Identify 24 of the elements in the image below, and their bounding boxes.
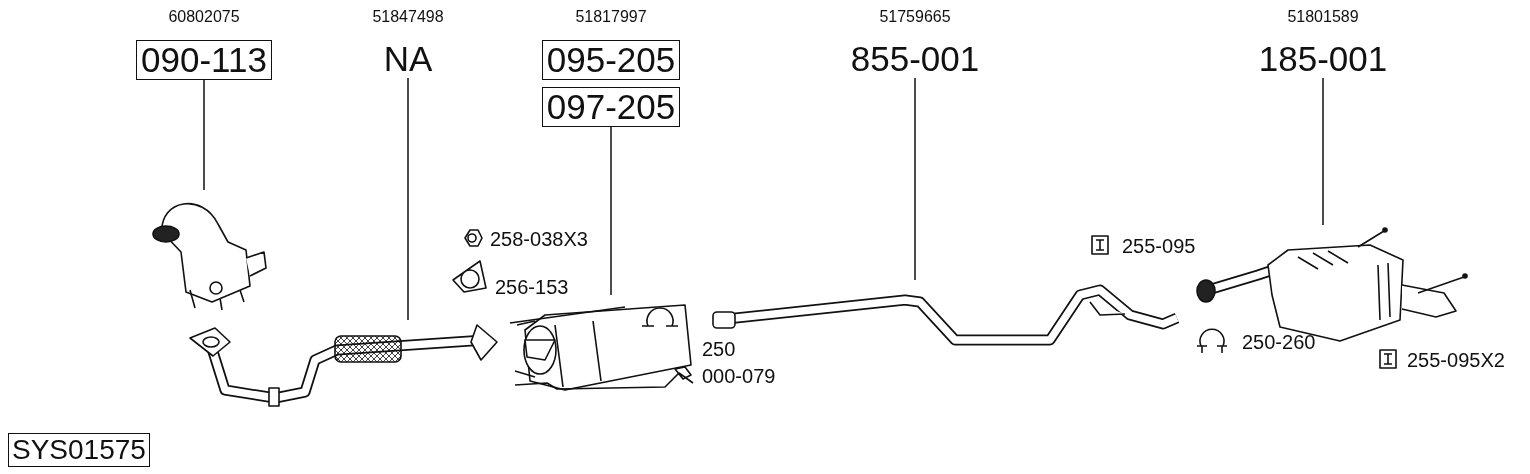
part-number-label: 000-079 bbox=[702, 365, 776, 387]
reference-number: 51817997 bbox=[574, 8, 648, 26]
part-number-label: 255-095 bbox=[1122, 235, 1196, 257]
part-number-label: 090-113 bbox=[136, 40, 272, 80]
part-number-label: 256-153 bbox=[495, 276, 569, 298]
reference-number: 51759665 bbox=[878, 8, 952, 26]
part-number-label: 855-001 bbox=[849, 40, 981, 78]
leader-line bbox=[203, 79, 205, 191]
reference-number: 60802075 bbox=[167, 8, 241, 26]
part-number-label: 255-095X2 bbox=[1407, 349, 1505, 371]
part-number-label: 185-001 bbox=[1257, 40, 1389, 78]
reference-number: 51847498 bbox=[371, 8, 445, 26]
leader-line bbox=[407, 77, 409, 321]
part-number-label: NA bbox=[382, 40, 434, 78]
part-number-label: 250 bbox=[702, 338, 736, 360]
part-number-label: 095-205 bbox=[541, 40, 681, 80]
part-number-label: 258-038X3 bbox=[490, 228, 588, 250]
leader-line bbox=[914, 77, 916, 281]
reference-number: 51801589 bbox=[1286, 8, 1360, 26]
leader-line bbox=[1322, 77, 1324, 226]
system-code-label: SYS01575 bbox=[8, 433, 150, 467]
leader-line bbox=[610, 126, 612, 296]
part-number-label: 097-205 bbox=[541, 87, 681, 127]
part-number-label: 250-260 bbox=[1242, 331, 1316, 353]
